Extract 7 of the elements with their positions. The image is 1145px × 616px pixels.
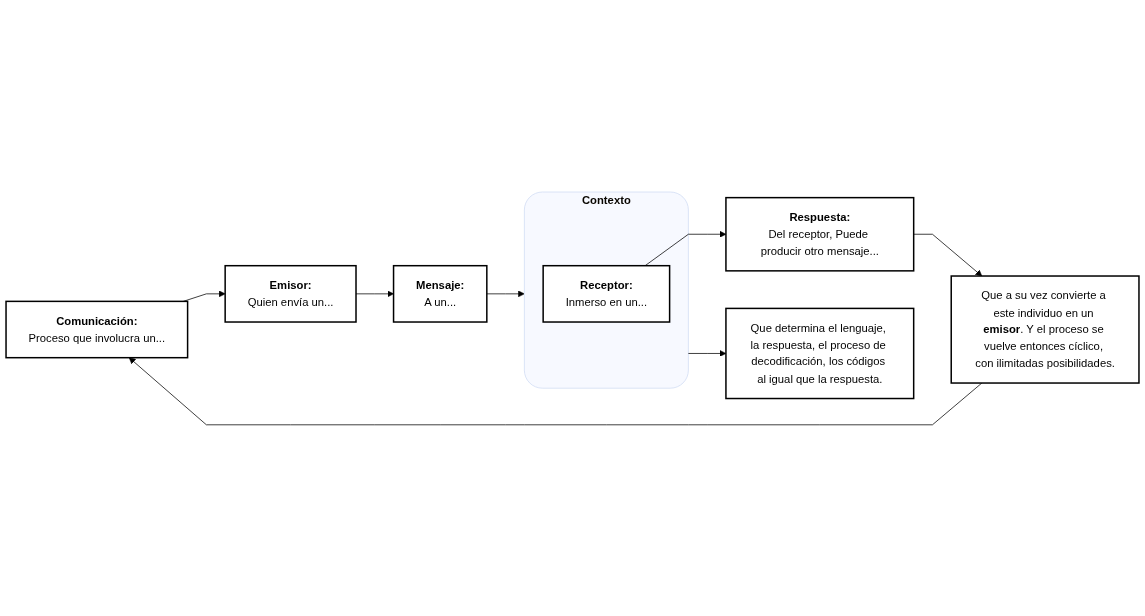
node-box: Mensaje: A un... <box>392 264 488 323</box>
node-box: Que a su vez convierte a este individuo en un emisor. Y el proceso se vuelve entonces cíclico, con ilimitadas posibilidades. <box>950 274 1140 384</box>
node-box: Respuesta: Del receptor, Puede producir otro mensaje... <box>725 196 915 272</box>
node-box: Comunicación: Proceso que involucra un... <box>5 300 189 359</box>
node-box: Emisor: Quien envía un... <box>224 264 357 323</box>
node-box: Que determina el lenguaje, la respuesta, el proceso de decodificación, los códigos al igual que la respuesta. <box>725 307 915 399</box>
node-box: Receptor: Inmerso en un... <box>542 264 671 323</box>
